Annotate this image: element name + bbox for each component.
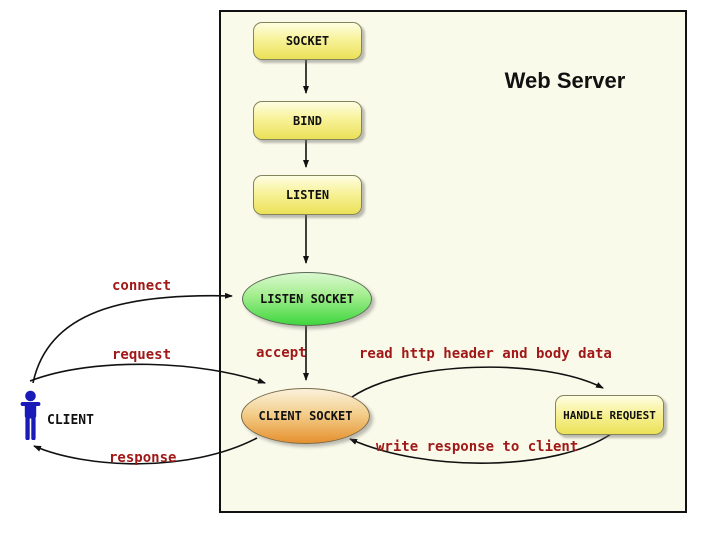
node-listen: LISTEN: [253, 175, 362, 215]
node-socket-label: SOCKET: [285, 34, 330, 48]
edge-label-connect: connect: [112, 278, 172, 294]
edge-label-request: request: [112, 347, 172, 363]
node-client-socket: CLIENT SOCKET: [241, 388, 370, 444]
client-person-icon: [20, 390, 41, 440]
node-handle-request: HANDLE REQUEST: [555, 395, 664, 435]
edge-label-write-response: write response to client: [376, 439, 579, 455]
node-bind: BIND: [253, 101, 362, 140]
node-listen-label: LISTEN: [285, 188, 330, 202]
web-server-title: Web Server: [504, 68, 626, 93]
edge-label-read-http: read http header and body data: [359, 346, 612, 362]
node-bind-label: BIND: [293, 113, 322, 128]
edge-label-response: response: [109, 450, 177, 466]
edge-label-accept: accept: [256, 345, 307, 361]
node-listen-socket-label: LISTEN SOCKET: [260, 292, 354, 306]
node-listen-socket: LISTEN SOCKET: [242, 272, 372, 326]
client-actor-label: CLIENT: [47, 413, 94, 428]
node-handle-request-label: HANDLE REQUEST: [563, 408, 656, 422]
arrow-connect: [32, 292, 233, 384]
node-client-socket-label: CLIENT SOCKET: [258, 409, 353, 423]
node-socket: SOCKET: [253, 22, 362, 60]
